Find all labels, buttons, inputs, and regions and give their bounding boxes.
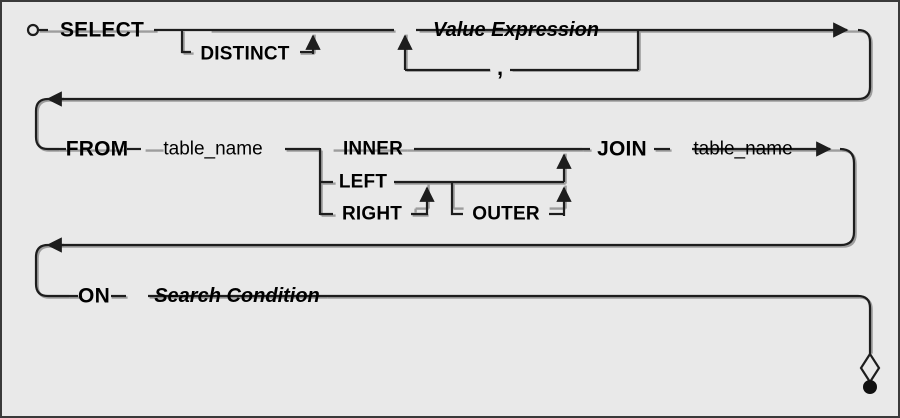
end-dot-icon bbox=[863, 380, 877, 394]
from-keyword: FROM bbox=[65, 137, 129, 161]
comma-separator: , bbox=[496, 55, 504, 80]
outer-drop-line bbox=[450, 182, 463, 216]
join-table-name: table_name bbox=[693, 138, 793, 160]
select-keyword: SELECT bbox=[59, 18, 145, 42]
value-expression-placeholder: Value Expression bbox=[433, 19, 599, 41]
distinct-drop-line bbox=[180, 30, 191, 54]
row1-to-row2-wrap bbox=[54, 28, 872, 101]
on-keyword: ON bbox=[78, 284, 110, 308]
end-diamond-icon bbox=[859, 351, 881, 385]
right-rejoin-path bbox=[411, 186, 435, 216]
row2-to-row3-wrap bbox=[54, 147, 856, 247]
right-keyword: RIGHT bbox=[341, 203, 403, 225]
distinct-keyword: DISTINCT bbox=[200, 43, 290, 65]
start-circle-icon bbox=[26, 23, 40, 37]
row2-left-corner bbox=[34, 97, 59, 151]
row3-left-corner bbox=[34, 243, 69, 298]
left-keyword: LEFT bbox=[338, 171, 388, 193]
from-table-name: table_name bbox=[163, 138, 263, 160]
end-riser-line bbox=[857, 294, 872, 354]
search-condition-placeholder: Search Condition bbox=[154, 285, 320, 307]
join-keyword: JOIN bbox=[597, 137, 647, 161]
inner-keyword: INNER bbox=[342, 138, 404, 160]
outer-keyword: OUTER bbox=[472, 203, 540, 225]
